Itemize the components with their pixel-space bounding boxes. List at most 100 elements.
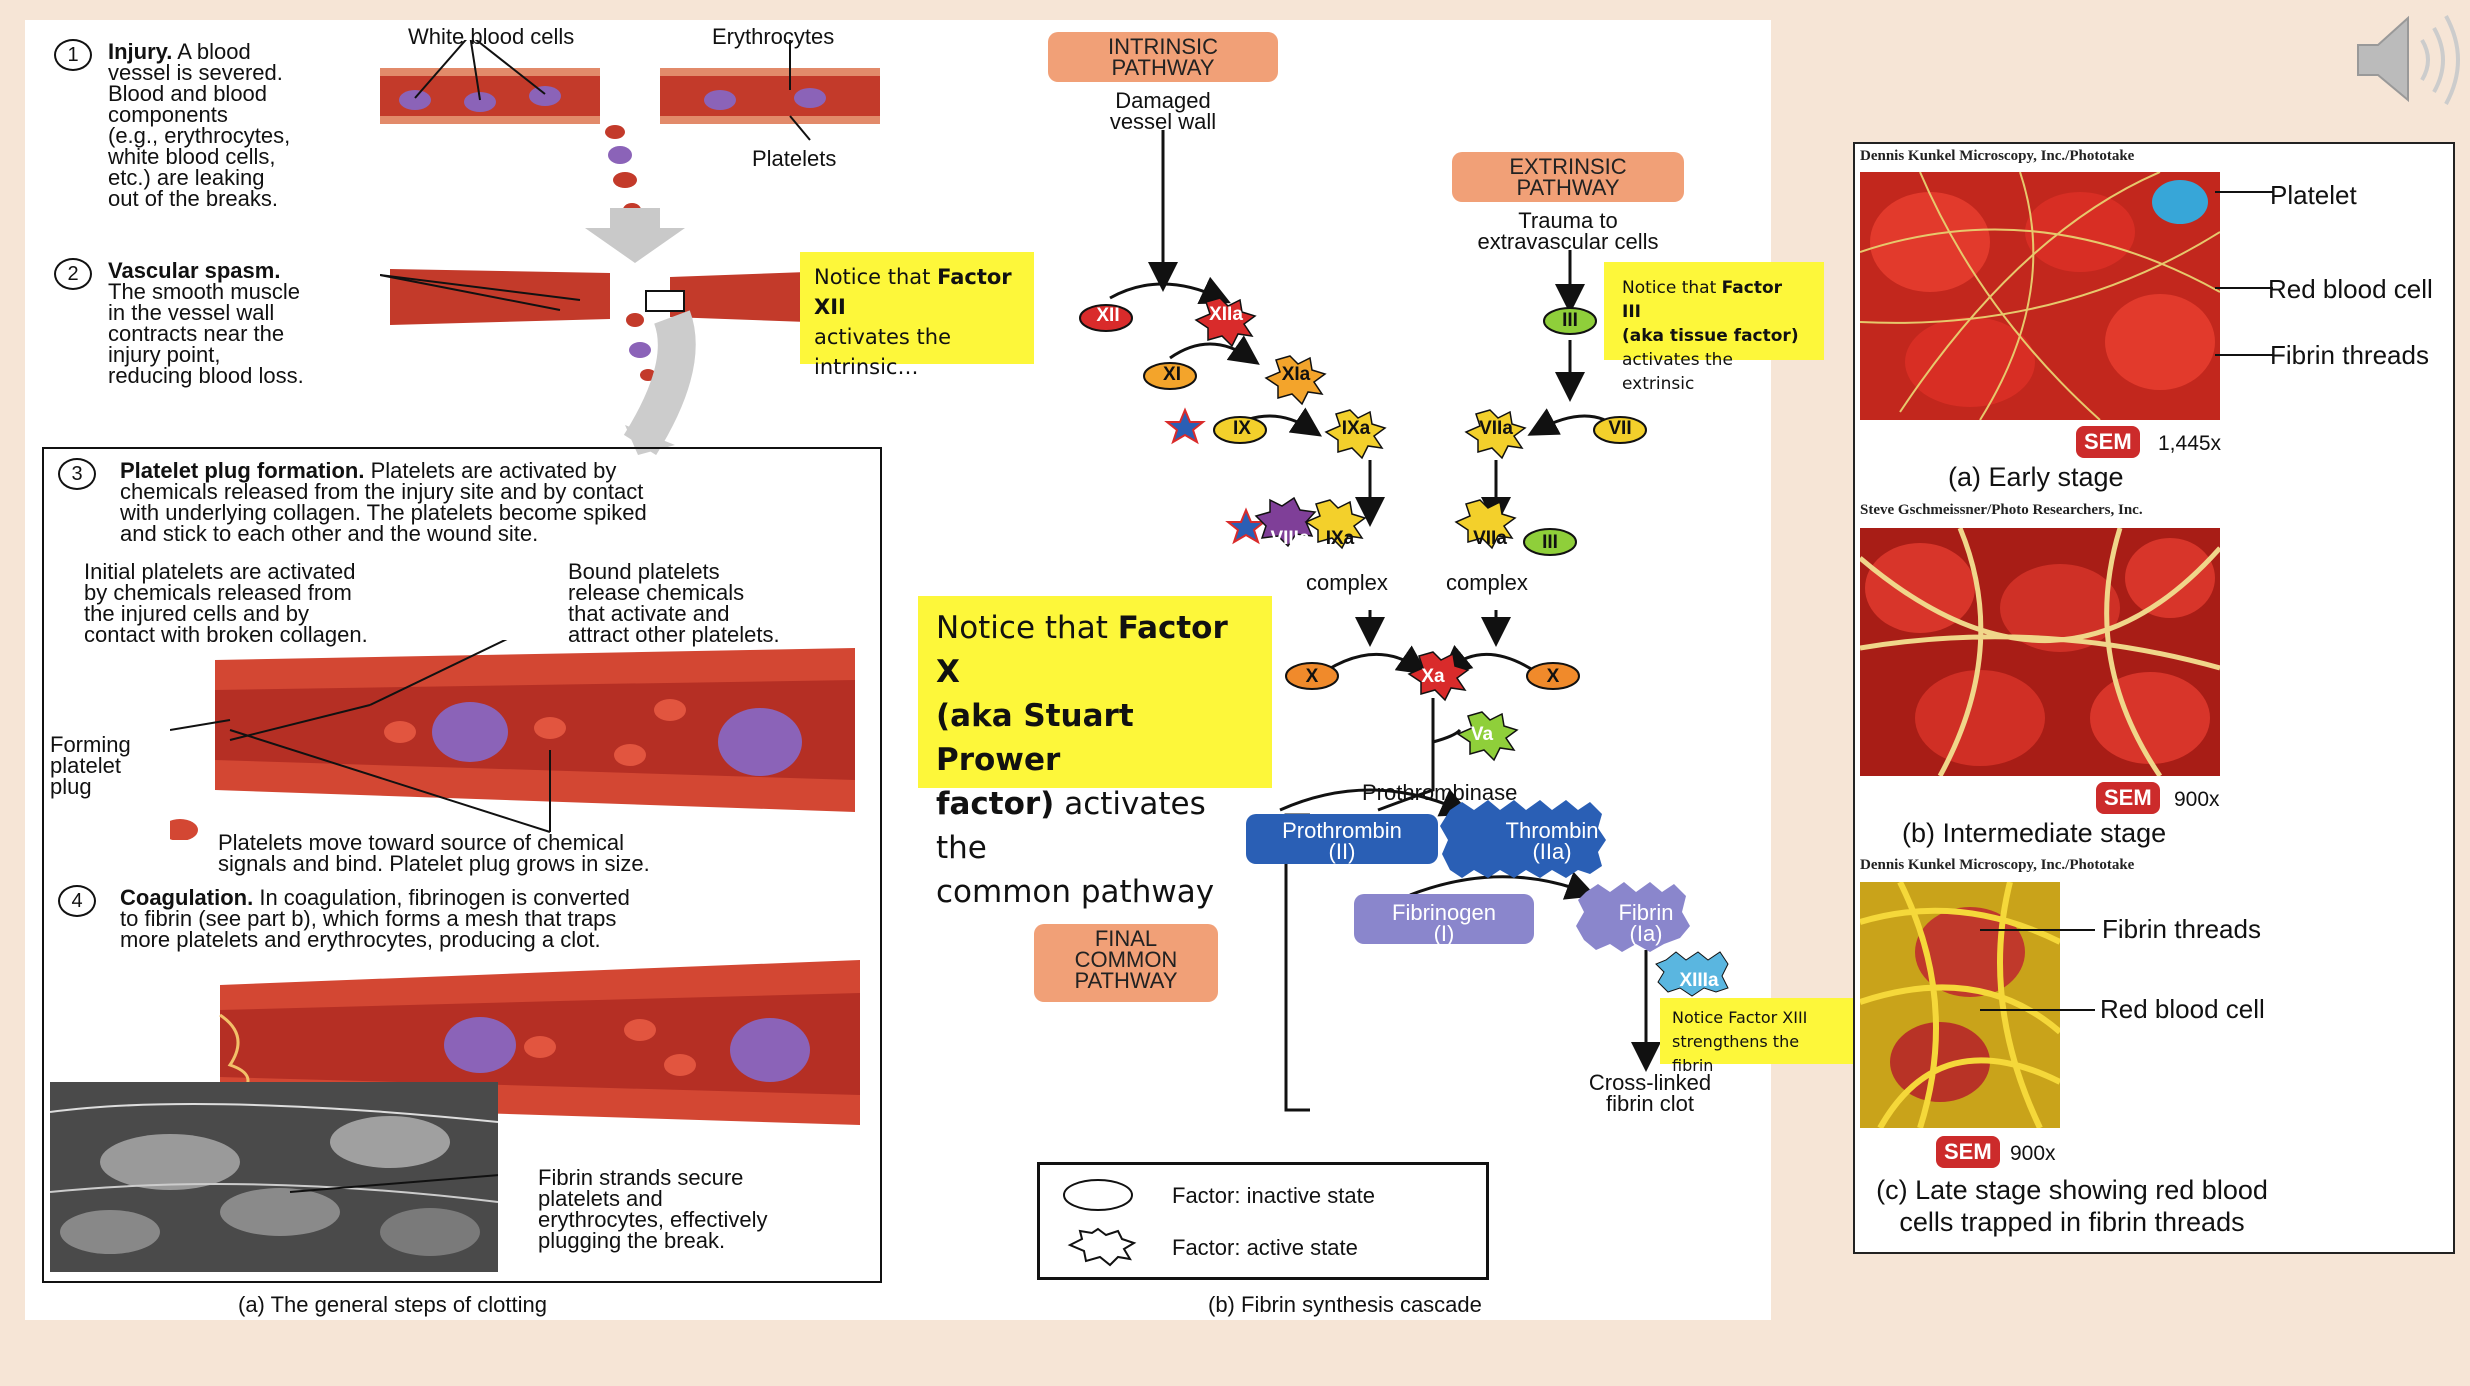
sem-clot-photo <box>50 1082 498 1272</box>
step-4-number: 4 <box>58 885 96 917</box>
step-4-body: In coagulation, fibrinogen is converted … <box>120 885 630 952</box>
thrombin-label: Thrombin (IIa) <box>1505 818 1599 864</box>
extrinsic-pathway-box: EXTRINSIC PATHWAY <box>1452 152 1684 202</box>
fibrin-threads-label-3: Fibrin threads <box>2102 914 2261 944</box>
caption-a: (a) The general steps of clotting <box>238 1292 547 1317</box>
sem-badge-3: SEM <box>1936 1136 2000 1168</box>
step-2-body: The smooth muscle in the vessel wall con… <box>108 279 304 388</box>
note-x-bold: Factor X (aka Stuart Prower factor) <box>936 610 1228 822</box>
step-4-title: Coagulation. <box>120 885 254 910</box>
platelet-plug-illustration <box>170 640 855 840</box>
complex-label-2: complex <box>1446 570 1528 595</box>
step-2-number: 2 <box>54 258 92 290</box>
sem-early-photo <box>1860 172 2220 420</box>
legend-inactive: Factor: inactive state <box>1172 1183 1375 1208</box>
note-xii-post: activates the intrinsic… <box>814 325 952 379</box>
factor-vii: VII <box>1608 418 1632 439</box>
forming-plug-label: Forming platelet plug <box>50 732 131 799</box>
factor-xa: Xa <box>1421 666 1445 687</box>
prothrombinase-label: Prothrombinase <box>1362 780 1518 805</box>
note-factor-iii: Notice that Factor III (aka tissue facto… <box>1604 262 1824 394</box>
note-x-pre: Notice that <box>936 610 1118 646</box>
note-x-post: activates the common pathway <box>936 786 1215 910</box>
late-leader-lines <box>1980 929 2095 1011</box>
factor-viiia: VIIIa <box>1270 528 1310 549</box>
platelets-label: Platelets <box>752 146 837 171</box>
note-factor-x: Notice that Factor X (aka Stuart Prower … <box>918 596 1272 910</box>
note-xii-bold: Factor XII <box>814 265 1012 319</box>
erythrocytes-label: Erythrocytes <box>712 24 835 49</box>
fibrin-threads-label-1: Fibrin threads <box>2270 340 2429 370</box>
final-common-pathway-box: FINAL COMMON PATHWAY <box>1034 924 1218 1002</box>
factor-va: Va <box>1470 724 1494 745</box>
step-1-body: A blood vessel is severed. Blood and blo… <box>108 39 291 211</box>
caption-late-stage: (c) Late stage showing red blood cells t… <box>1876 1175 2268 1237</box>
speaker-icon[interactable] <box>2350 0 2470 120</box>
credit-3: Dennis Kunkel Microscopy, Inc./Phototake <box>1860 857 2135 873</box>
steps-3-4-frame <box>42 447 882 1283</box>
sem-late-photo <box>1860 882 2060 1128</box>
step-3-number: 3 <box>58 458 96 490</box>
step-3-text: Platelet plug formation. Platelets are a… <box>120 458 880 546</box>
bound-platelets-text: Bound platelets release chemicals that a… <box>568 559 780 647</box>
factor-xiiia: XIIIa <box>1679 970 1719 991</box>
complex-label-1: complex <box>1306 570 1388 595</box>
legend-box: Factor: inactive state Factor: active st… <box>1037 1162 1489 1280</box>
note-xii-pre: Notice that <box>814 265 938 289</box>
white-blood-cells-label: White blood cells <box>408 24 575 49</box>
step-3-title: Platelet plug formation. <box>120 458 365 483</box>
sem-badge-2: SEM <box>2096 782 2160 814</box>
red-blood-cell-label-1: Red blood cell <box>2268 274 2433 304</box>
red-blood-cell-label-3: Red blood cell <box>2100 994 2265 1024</box>
note-iii-pre: Notice that <box>1622 278 1722 298</box>
factor-xii: XII <box>1096 305 1120 326</box>
caption-early-stage: (a) Early stage <box>1948 462 2124 492</box>
step-1-title: Injury. <box>108 39 173 64</box>
fibrin-strands-text: Fibrin strands secure platelets and eryt… <box>538 1165 768 1253</box>
early-leader-lines <box>2215 191 2273 356</box>
caption-b: (b) Fibrin synthesis cascade <box>1208 1292 1482 1317</box>
credit-2: Steve Gschmeissner/Photo Researchers, In… <box>1860 502 2143 518</box>
step-1-text: Injury. A blood vessel is severed. Blood… <box>108 39 388 211</box>
factor-ixa: IXa <box>1341 418 1371 439</box>
caption-intermediate-stage: (b) Intermediate stage <box>1902 818 2167 848</box>
note-iii-post: activates the extrinsic <box>1622 350 1733 394</box>
factor-xiia: XIIa <box>1209 304 1243 325</box>
factor-viia: VIIa <box>1479 418 1513 439</box>
severed-vessel-illustration <box>380 40 880 217</box>
note-factor-xii: Notice that Factor XII activates the int… <box>800 252 1034 379</box>
factor-xi: XI <box>1163 364 1181 385</box>
initial-platelets-text: Initial platelets are activated by chemi… <box>84 559 368 647</box>
sem-badge-1: SEM <box>2076 426 2140 458</box>
factor-xia: XIa <box>1281 364 1311 385</box>
fibrinogen-label: Fibrinogen (I) <box>1392 900 1496 946</box>
note-iii-bold: Factor III (aka tissue factor) <box>1622 278 1799 346</box>
platelet-label: Platelet <box>2270 180 2357 210</box>
fibrin-label: Fibrin (Ia) <box>1618 900 1674 946</box>
factor-iii: III <box>1562 310 1578 331</box>
legend-symbols <box>1063 1179 1137 1267</box>
factor-ixa-complex: IXa <box>1325 528 1355 549</box>
step-1-number: 1 <box>54 39 92 71</box>
factor-viia-complex: VIIa <box>1473 528 1507 549</box>
step-4-text: Coagulation. In coagulation, fibrinogen … <box>120 885 880 952</box>
crosslinked-clot-label: Cross-linked fibrin clot <box>1588 1070 1712 1116</box>
platelets-move-text: Platelets move toward source of chemical… <box>218 830 650 876</box>
step-2-text: Vascular spasm. The smooth muscle in the… <box>108 260 408 386</box>
magnification-3: 900x <box>2010 1142 2056 1165</box>
magnification-1: 1,445x <box>2158 432 2222 455</box>
step-arrow-1 <box>585 208 685 263</box>
factor-x-1: X <box>1305 666 1319 687</box>
factor-iii-complex: III <box>1542 532 1558 553</box>
factor-ix: IX <box>1233 418 1251 439</box>
clot-vessel-illustration <box>219 960 860 1125</box>
legend-active: Factor: active state <box>1172 1235 1358 1260</box>
intrinsic-pathway-box: INTRINSIC PATHWAY <box>1048 32 1278 82</box>
step-2-title: Vascular spasm. <box>108 258 281 283</box>
note-factor-xiii: Notice Factor XIII strengthens the fibri… <box>1660 998 1856 1075</box>
factor-x-2: X <box>1546 666 1560 687</box>
step-3-body: Platelets are activated by chemicals rel… <box>120 458 647 546</box>
credit-1: Dennis Kunkel Microscopy, Inc./Phototake <box>1860 148 2135 164</box>
damaged-vessel-label: Damaged vessel wall <box>1109 88 1217 134</box>
factor-shapes <box>1079 297 1729 997</box>
